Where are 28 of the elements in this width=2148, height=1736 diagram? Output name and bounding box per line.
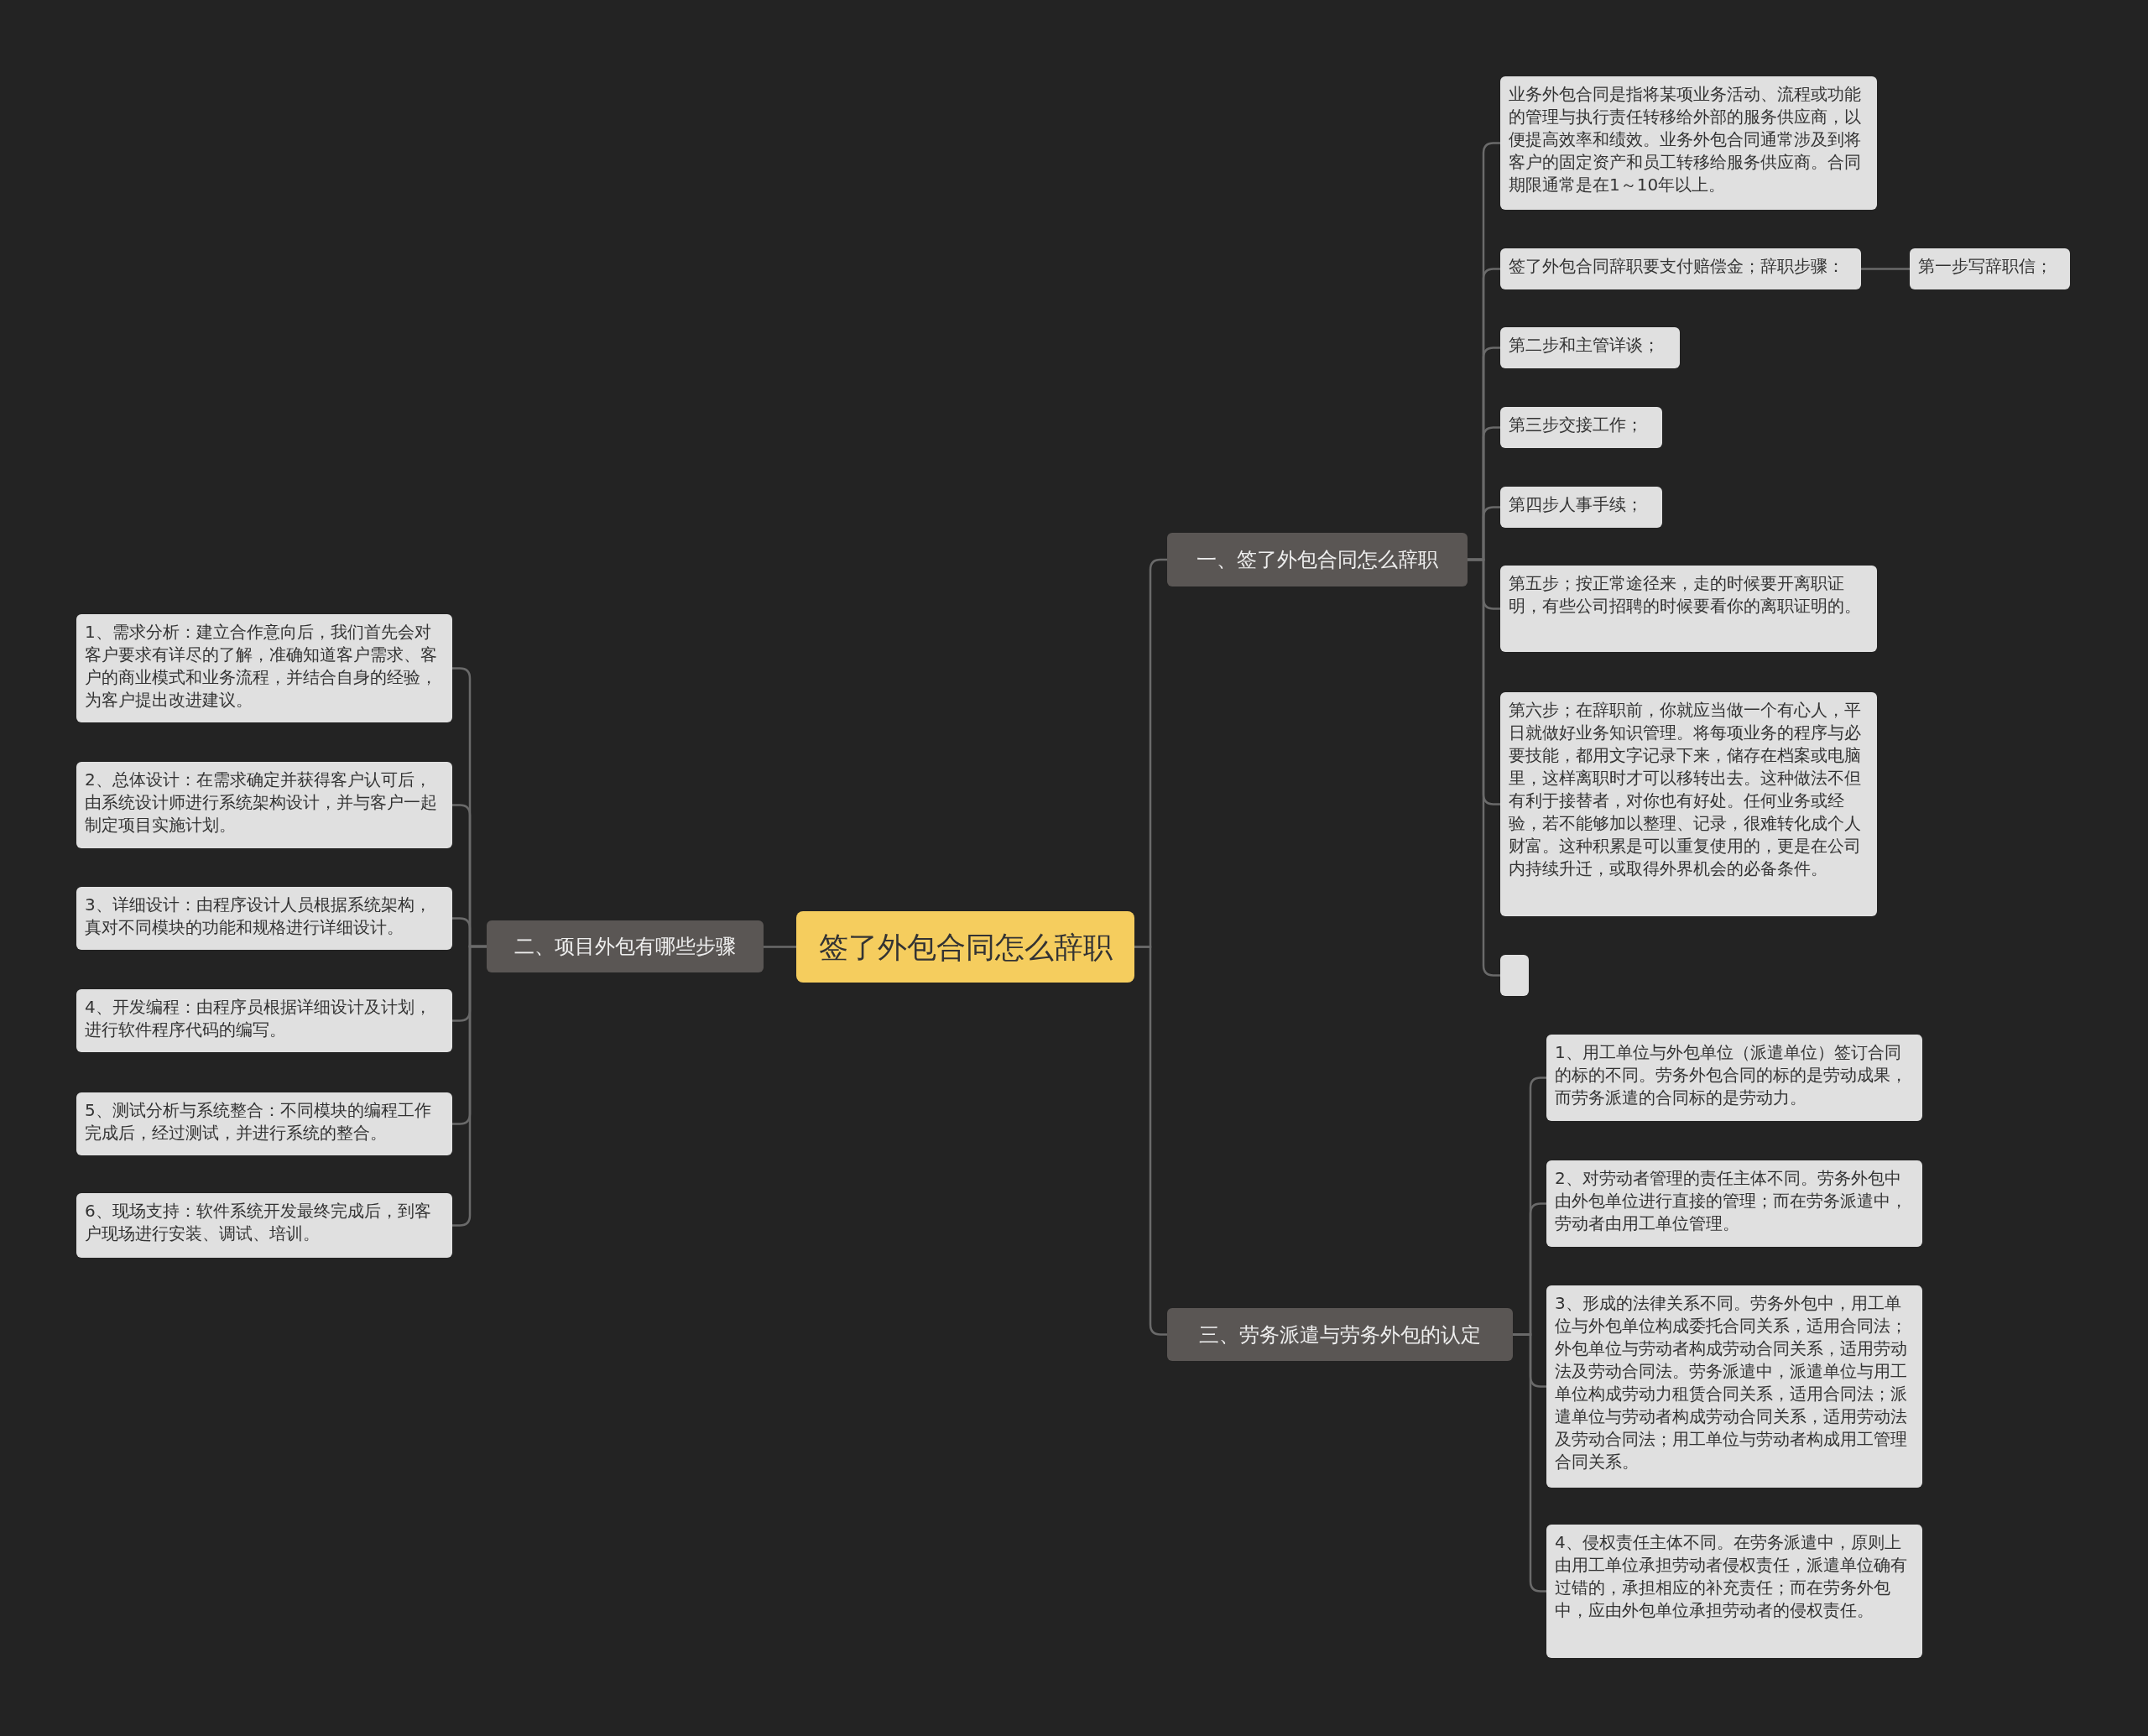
leaf-topic: 第二步和主管详谈；	[1500, 327, 1680, 368]
branch-topic: 三、劳务派遣与劳务外包的认定	[1167, 1308, 1513, 1361]
connector-line	[452, 945, 487, 1227]
leaf-topic: 第五步；按正常途径来，走的时候要开离职证明，有些公司招聘的时候要看你的离职证明的。	[1500, 566, 1877, 652]
empty-topic	[1500, 955, 1529, 996]
central-topic: 签了外包合同怎么辞职	[796, 911, 1134, 983]
leaf-topic: 3、详细设计：由程序设计人员根据系统架构，真对不同模块的功能和规格进行详细设计。	[76, 887, 452, 950]
leaf-topic: 4、侵权责任主体不同。在劳务派遣中，原则上由用工单位承担劳动者侵权责任，派遣单位确有过错的，承担相应的补充责任；而在劳务外包中，应由外包单位承担劳动者的侵权责任。	[1546, 1525, 1922, 1658]
branch-topic: 二、项目外包有哪些步骤	[487, 920, 764, 972]
leaf-topic: 2、对劳动者管理的责任主体不同。劳务外包中由外包单位进行直接的管理；而在劳务派遣中，劳动者由用工单位管理。	[1546, 1160, 1922, 1247]
leaf-topic: 第四步人事手续；	[1500, 487, 1662, 528]
connector-line	[764, 946, 796, 948]
leaf-topic: 6、现场支持：软件系统开发最终完成后，到客户现场进行安装、调试、培训。	[76, 1193, 452, 1258]
connector-line	[1861, 268, 1910, 270]
leaf-topic: 5、测试分析与系统整合：不同模块的编程工作完成后，经过测试，并进行系统的整合。	[76, 1092, 452, 1155]
connector-line	[1513, 1333, 1546, 1593]
leaf-topic: 第三步交接工作；	[1500, 407, 1662, 448]
leaf-topic: 4、开发编程：由程序员根据详细设计及计划，进行软件程序代码的编写。	[76, 989, 452, 1052]
leaf-topic: 1、用工单位与外包单位（派遣单位）签订合同的标的不同。劳务外包合同的标的是劳动成果，而劳务派遣的合同标的是劳动力。	[1546, 1035, 1922, 1121]
leaf-topic: 3、形成的法律关系不同。劳务外包中，用工单位与外包单位构成委托合同关系，适用合同法；外包单位与劳动者构成劳动合同关系，适用劳动法及劳动合同法。劳务派遣中，派遣单位与用工单位构成劳动力租赁合同关系，适用合同法；派遣单位与劳动者构成劳动合同关系，适用劳动法及劳动合同法；用工单位与劳动者构成用工管理合同关系。	[1546, 1285, 1922, 1488]
leaf-topic: 签了外包合同辞职要支付赔偿金；辞职步骤：	[1500, 248, 1861, 289]
connector-line	[1134, 946, 1167, 1336]
leaf-topic: 1、需求分析：建立合作意向后，我们首先会对客户要求有详尽的了解，准确知道客户需求、客户的商业模式和业务流程，并结合自身的经验，为客户提出改进建议。	[76, 614, 452, 722]
leaf-topic: 业务外包合同是指将某项业务活动、流程或功能的管理与执行责任转移给外部的服务供应商，以便提高效率和绩效。业务外包合同通常涉及到将客户的固定资产和员工转移给服务供应商。合同期限通常是在1～10年以上。	[1500, 76, 1877, 210]
leaf-topic: 2、总体设计：在需求确定并获得客户认可后，由系统设计师进行系统架构设计，并与客户一起制定项目实施计划。	[76, 762, 452, 848]
leaf-topic: 第六步；在辞职前，你就应当做一个有心人，平日就做好业务知识管理。将每项业务的程序与必要技能，都用文字记录下来，储存在档案或电脑里，这样离职时才可以移转出去。这种做法不但有利于接替者，对你也有好处。任何业务或经验，若不能够加以整理、记录，很难转化成个人财富。这种积累是可以重复使用的，更是在公司内持续升迁，或取得外界机会的必备条件。	[1500, 692, 1877, 916]
branch-topic: 一、签了外包合同怎么辞职	[1167, 533, 1468, 586]
leaf-topic: 第一步写辞职信；	[1910, 248, 2070, 289]
